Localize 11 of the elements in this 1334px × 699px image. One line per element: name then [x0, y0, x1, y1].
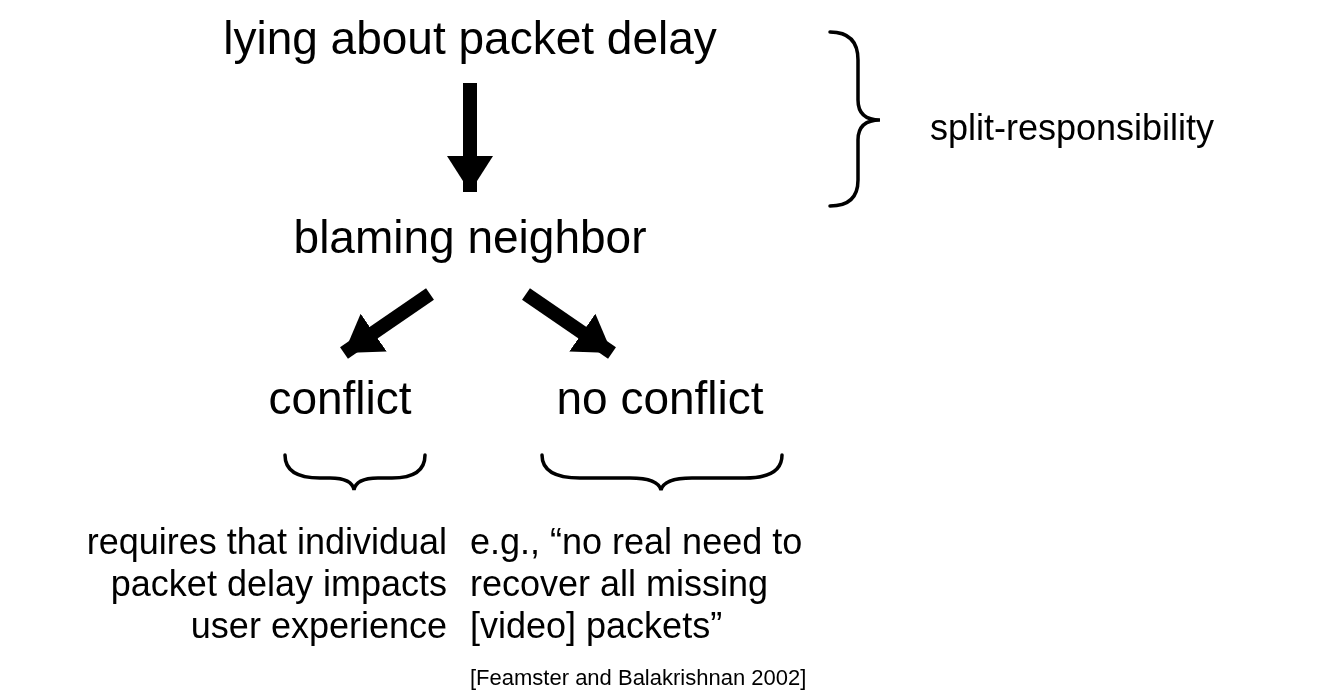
arrow — [340, 288, 434, 359]
node-text: conflict — [240, 367, 440, 429]
annotation-text: split-responsibility — [930, 107, 1216, 149]
node-text: no conflict — [510, 367, 810, 429]
description-text: requires that individual packet delay impacts user experience — [85, 521, 447, 647]
arrow — [522, 288, 616, 359]
citation-text: [Feamster and Balakrishnan 2002] — [470, 665, 808, 691]
node-text: lying about packet delay — [195, 7, 745, 69]
quote-text: e.g., “no real need to recover all missing [video] packets” — [470, 521, 804, 647]
node-text: blaming neighbor — [270, 206, 670, 268]
arrow — [447, 83, 493, 192]
